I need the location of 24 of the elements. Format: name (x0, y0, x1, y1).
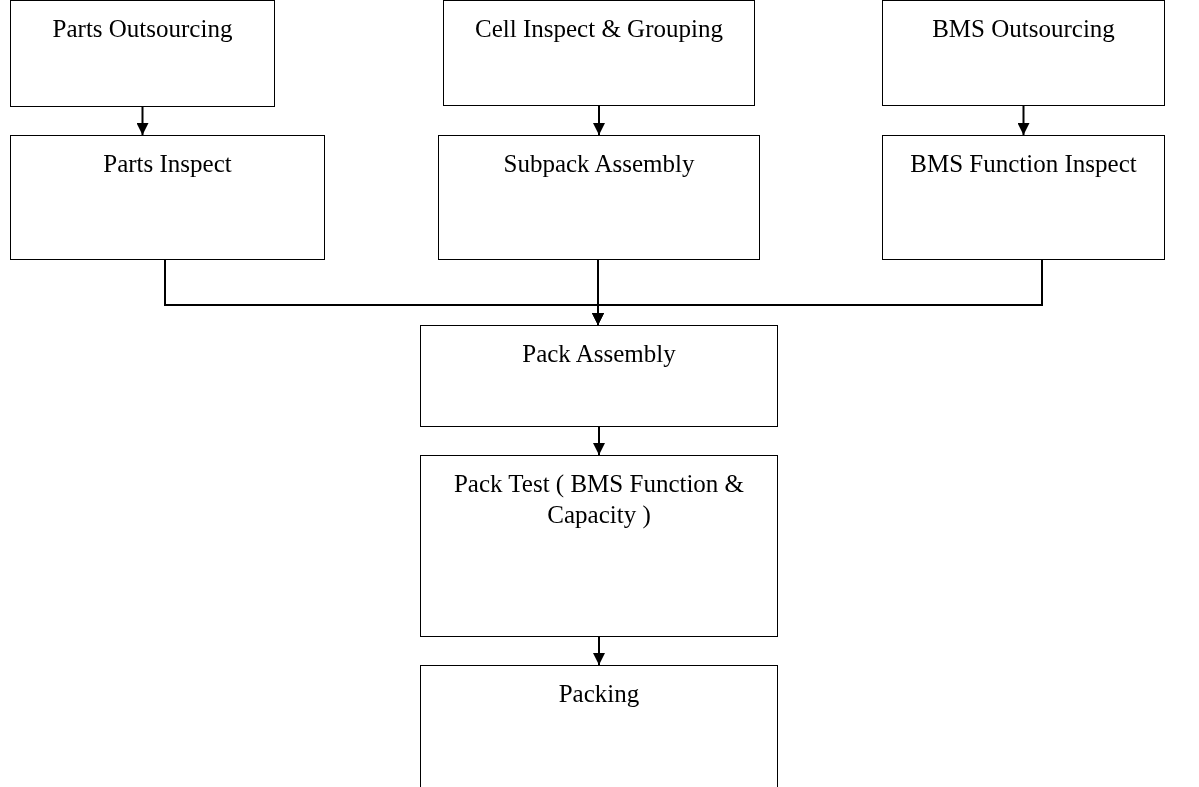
process-box (882, 135, 1165, 260)
arrow (593, 426, 605, 456)
process-box (420, 665, 778, 787)
box-label: BMS Outsourcing (931, 14, 1116, 44)
process-box (882, 0, 1165, 106)
box-label: Cell Inspect & Grouping (474, 14, 724, 44)
box-label: Parts Inspect (102, 149, 233, 179)
arrow (593, 636, 605, 666)
arrow (1017, 105, 1030, 136)
process-box (420, 325, 778, 427)
process-box (420, 455, 778, 637)
box-label: BMS Function Inspect (909, 149, 1138, 179)
box-label: Packing (557, 679, 641, 709)
process-box (10, 135, 325, 260)
arrow (593, 105, 605, 136)
process-box (438, 135, 760, 260)
box-label: Pack Test ( BMS Function & Capacity ) (452, 469, 746, 530)
box-label: Subpack Assembly (502, 149, 696, 179)
process-box (443, 0, 755, 106)
arrow (592, 259, 1043, 326)
box-label: Parts Outsourcing (51, 14, 234, 44)
process-box (10, 0, 275, 107)
arrow (136, 106, 149, 136)
box-label: Pack Assembly (521, 339, 677, 369)
